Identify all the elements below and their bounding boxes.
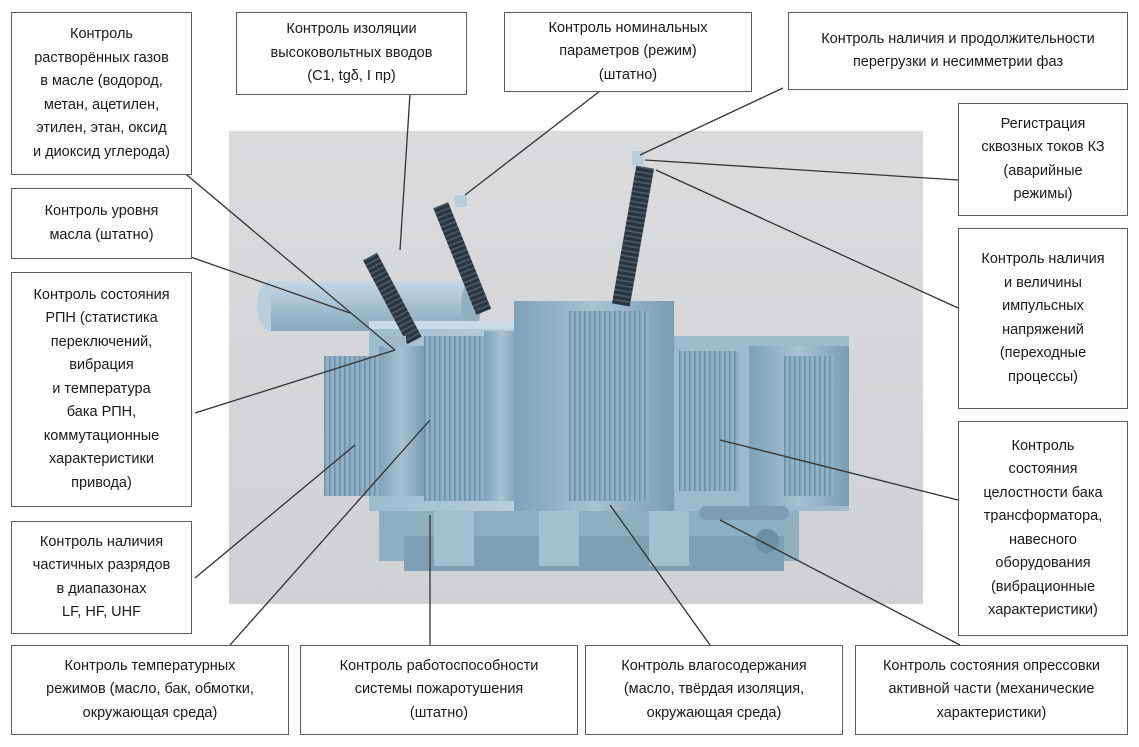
callout-active-part: Контроль состояния опрессовки активной ч… bbox=[855, 645, 1128, 735]
callout-overload-text: Контроль наличия и продолжительности пер… bbox=[821, 30, 1095, 71]
callout-fire-system-text: Контроль работоспособности системы пожар… bbox=[339, 657, 539, 721]
callout-dissolved-gases: Контроль растворённых газов в масле (вод… bbox=[11, 12, 192, 175]
callout-active-part-text: Контроль состояния опрессовки активной ч… bbox=[882, 657, 1101, 721]
radiator-front-left bbox=[324, 356, 384, 496]
radiator-front-mid bbox=[424, 336, 484, 501]
callout-nominal-parameters-text: Контроль номинальных параметров (режим) … bbox=[548, 19, 708, 83]
callout-fire-system: Контроль работоспособности системы пожар… bbox=[300, 645, 578, 735]
callout-temperature-text: Контроль температурных режимов (масло, б… bbox=[46, 657, 254, 721]
callout-moisture: Контроль влагосодержания (масло, твёрдая… bbox=[585, 645, 843, 735]
callout-impulse-voltage: Контроль наличия и величины импульсных н… bbox=[958, 228, 1128, 409]
callout-tank-integrity-text: Контроль состояния целостности бака тран… bbox=[983, 437, 1103, 619]
callout-short-circuit-text: Регистрация сквозных токов КЗ (аварийные… bbox=[981, 115, 1105, 203]
callout-moisture-text: Контроль влагосодержания (масло, твёрдая… bbox=[621, 657, 807, 721]
callout-dissolved-gases-text: Контроль растворённых газов в масле (вод… bbox=[32, 26, 170, 160]
callout-temperature: Контроль температурных режимов (масло, б… bbox=[11, 645, 289, 735]
callout-tank-integrity: Контроль состояния целостности бака тран… bbox=[958, 421, 1128, 636]
callout-bushing-insulation: Контроль изоляции высоковольтных вводов … bbox=[236, 12, 467, 95]
callout-overload: Контроль наличия и продолжительности пер… bbox=[788, 12, 1128, 90]
callout-oltc: Контроль состояния РПН (статистика перек… bbox=[11, 272, 192, 507]
bushing-middle bbox=[433, 195, 492, 315]
transformer-illustration bbox=[257, 151, 849, 571]
callout-bushing-insulation-text: Контроль изоляции высоковольтных вводов … bbox=[270, 21, 433, 85]
callout-nominal-parameters: Контроль номинальных параметров (режим) … bbox=[504, 12, 752, 92]
callout-oltc-text: Контроль состояния РПН (статистика перек… bbox=[33, 286, 170, 491]
callout-impulse-voltage-text: Контроль наличия и величины импульсных н… bbox=[981, 251, 1105, 385]
transformer-photo bbox=[229, 131, 923, 604]
callout-short-circuit: Регистрация сквозных токов КЗ (аварийные… bbox=[958, 103, 1128, 216]
callout-oil-level: Контроль уровня масла (штатно) bbox=[11, 188, 192, 259]
callout-oil-level-text: Контроль уровня масла (штатно) bbox=[44, 203, 159, 243]
callout-partial-discharge: Контроль наличия частичных разрядов в ди… bbox=[11, 521, 192, 634]
callout-partial-discharge-text: Контроль наличия частичных разрядов в ди… bbox=[32, 533, 171, 621]
